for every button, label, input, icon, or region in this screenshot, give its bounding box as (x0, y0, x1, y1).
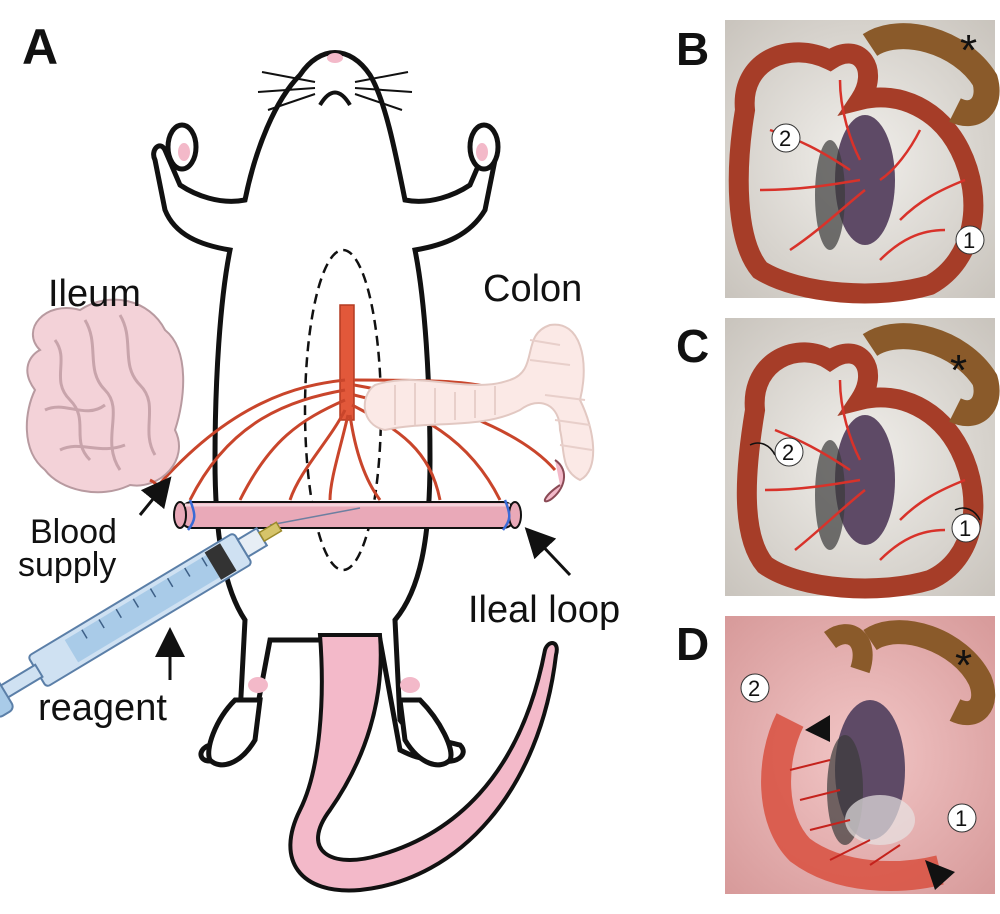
marker-2-c (774, 437, 804, 467)
asterisk-marker-icon-c: * (950, 346, 967, 395)
colon-illustration (363, 323, 595, 503)
arrow-icon-blood-supply (138, 476, 172, 516)
label-blood-supply-1: Blood (30, 513, 117, 551)
marker-2-c-text: 2 (782, 440, 794, 465)
marker-2-d (740, 673, 770, 703)
arrowhead-marker-icon-2 (925, 860, 955, 890)
marker-2-b-text: 2 (779, 126, 791, 151)
marker-1-b-text: 1 (963, 228, 975, 253)
panel-letter-d: D (676, 618, 709, 670)
rat-nose (327, 53, 343, 63)
marker-1-d-text: 1 (955, 806, 967, 831)
marker-2-b (771, 123, 801, 153)
label-ileum: Ileum (48, 273, 141, 315)
whiskers (257, 71, 413, 111)
label-colon: Colon (483, 268, 582, 310)
tissue-d (761, 620, 996, 891)
rat-mouth (318, 90, 352, 107)
panel-letter-c: C (676, 320, 709, 372)
panel-a: A (0, 19, 620, 893)
tissue-c (736, 323, 1000, 599)
panel-d: D 2 1 * (676, 616, 996, 894)
marker-1-b (955, 225, 985, 255)
arrowhead-marker-icon-1 (805, 715, 830, 742)
asterisk-marker-icon-b: * (960, 26, 977, 75)
label-reagent: reagent (38, 687, 167, 729)
marker-2-d-text: 2 (748, 676, 760, 701)
marker-1-c (951, 513, 981, 543)
label-ileal-loop: Ileal loop (468, 589, 620, 631)
hind-left-paw (206, 677, 268, 768)
asterisk-marker-icon-d: * (955, 641, 972, 690)
panel-b: B 2 1 * (676, 20, 1000, 304)
ileum-illustration (25, 298, 185, 497)
panel-letter-a: A (22, 19, 58, 75)
marker-1-c-text: 1 (959, 516, 971, 541)
syringe-icon (0, 507, 361, 718)
hind-right-paw (397, 677, 454, 768)
rat-tail (288, 633, 559, 893)
arrow-icon-ileal-loop (524, 527, 572, 577)
marker-1-d (947, 803, 977, 833)
panel-letter-b: B (676, 23, 709, 75)
panel-c: C 2 1 * (676, 318, 1000, 599)
ileal-loop (173, 499, 522, 531)
artery-branches (148, 378, 557, 501)
label-blood-supply-2: supply (18, 546, 116, 584)
